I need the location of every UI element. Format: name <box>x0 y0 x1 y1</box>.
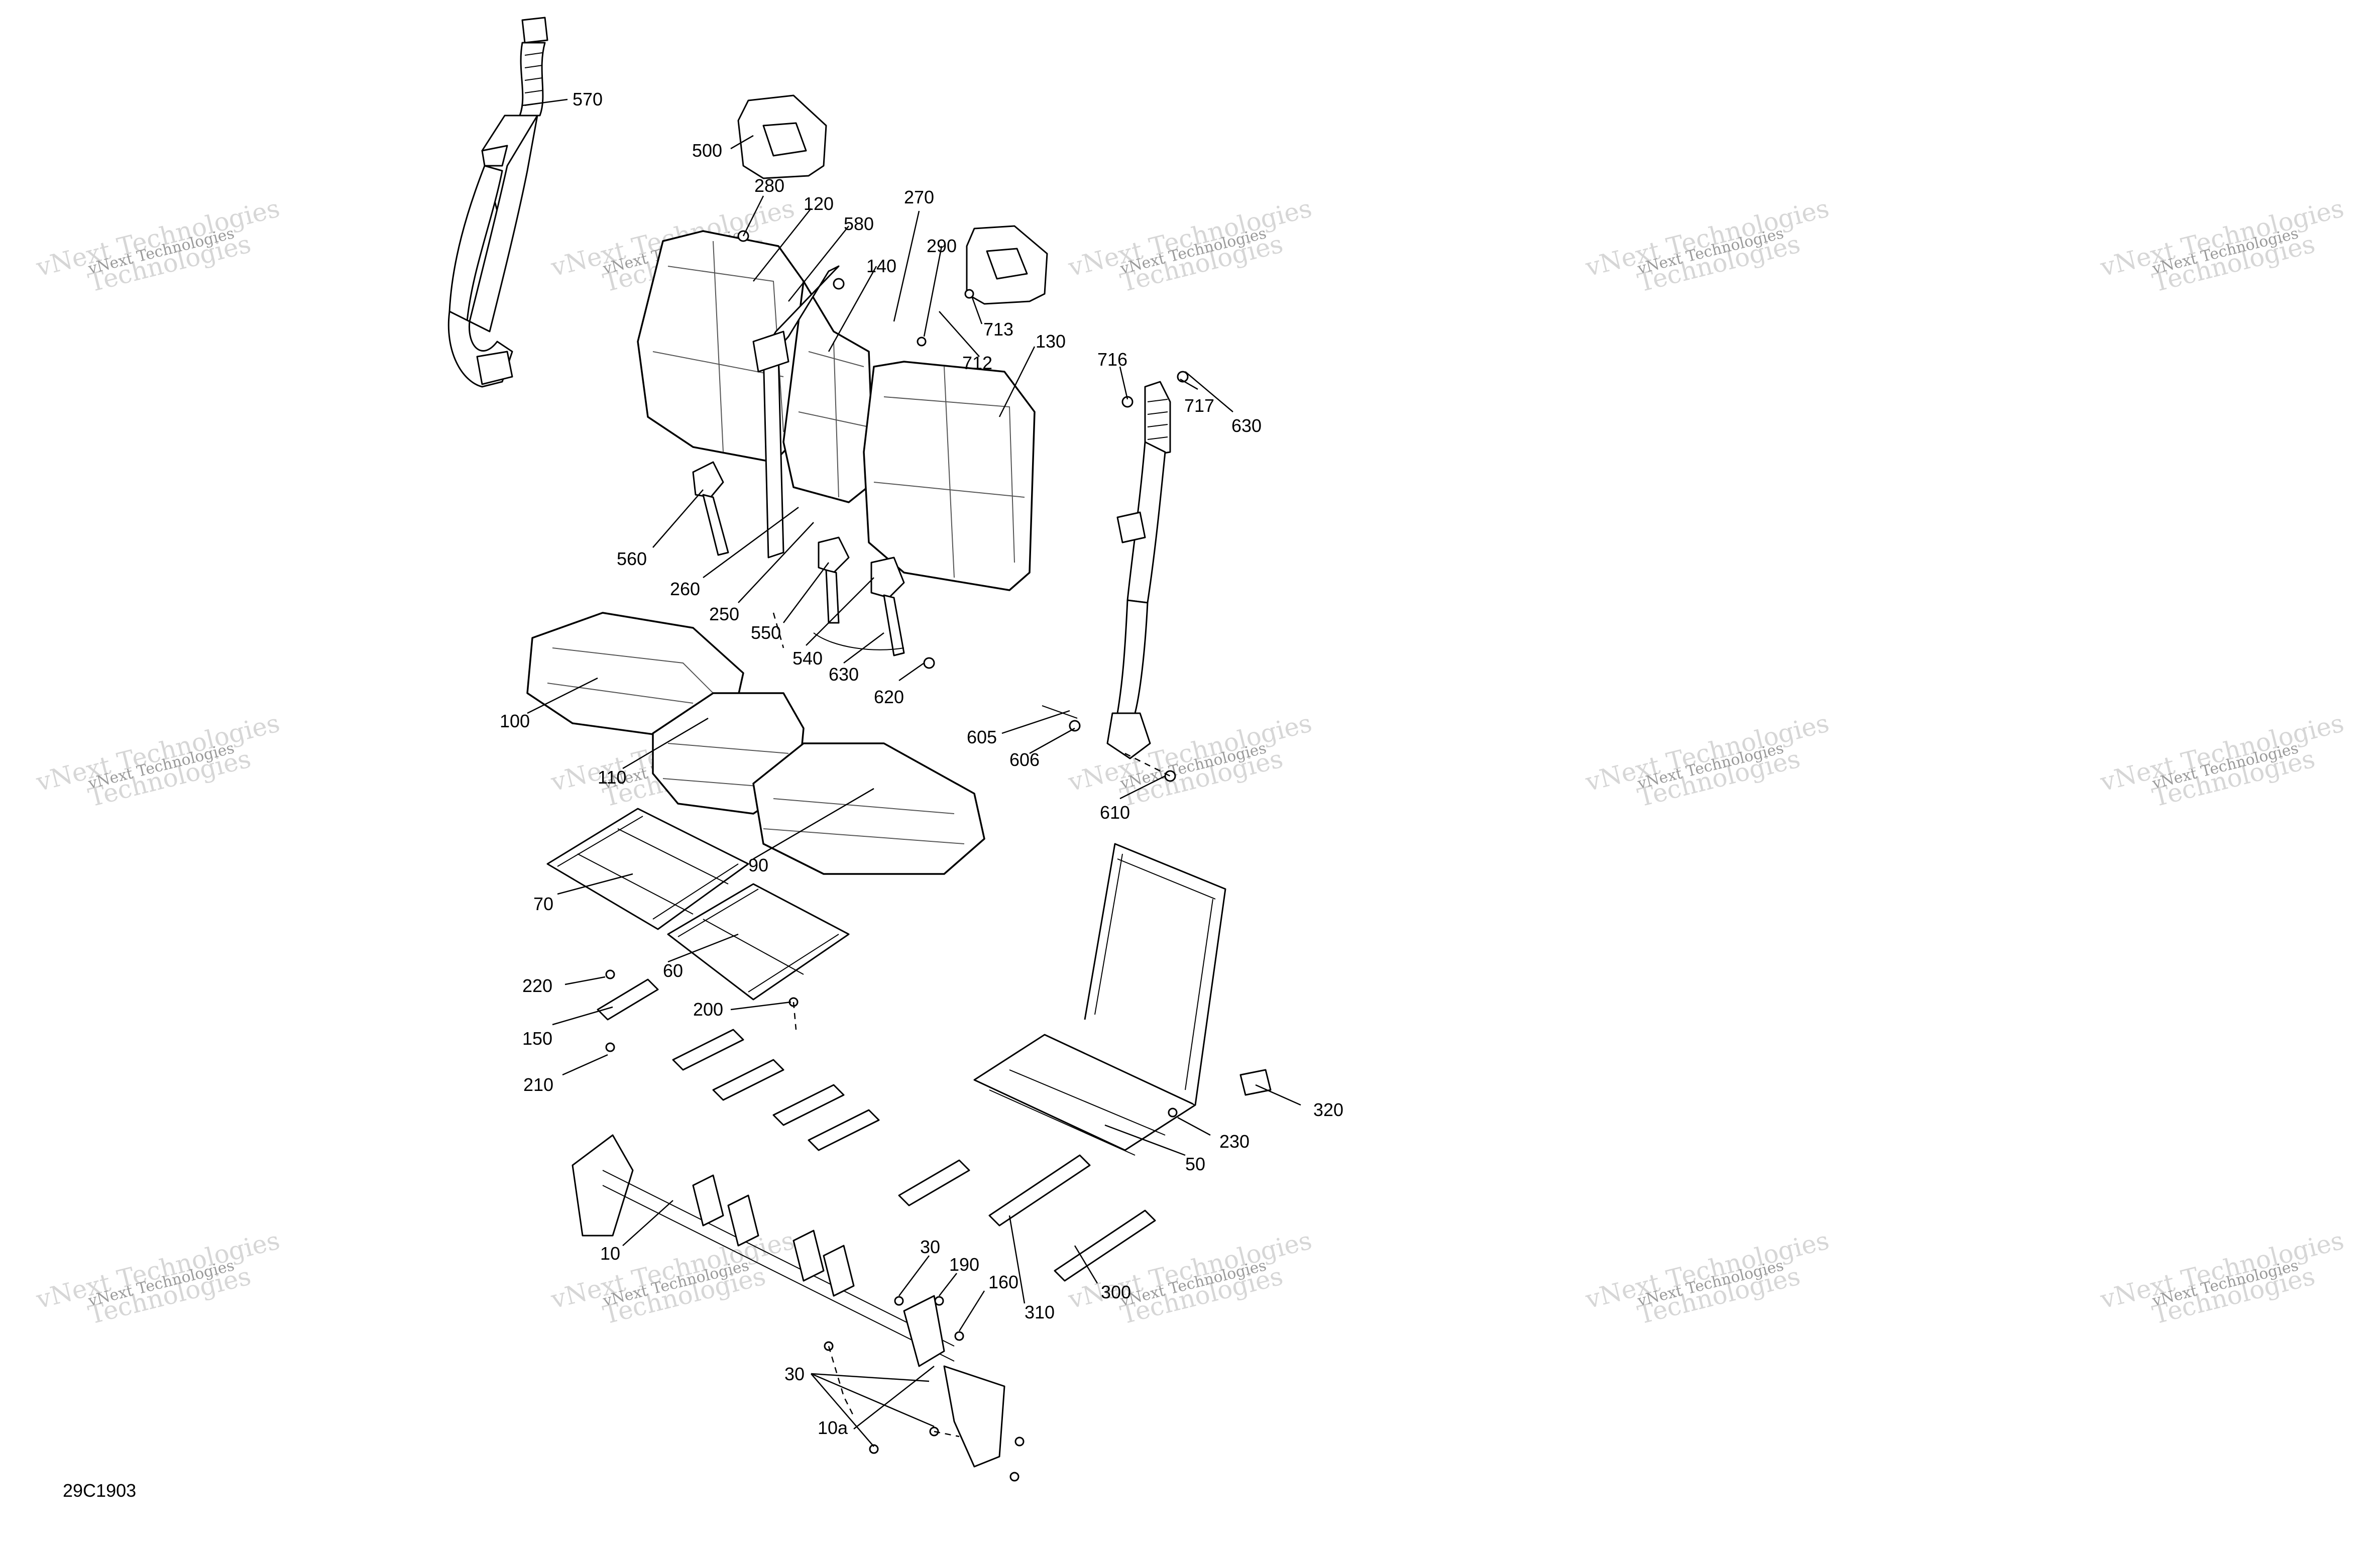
callout-270: 270 <box>904 187 934 207</box>
headrest-left <box>737 94 827 179</box>
callout-10: 10 <box>600 1243 620 1264</box>
callout-712: 712 <box>962 353 992 373</box>
callout-110: 110 <box>598 767 626 788</box>
callout-630-top: 630 <box>1231 415 1262 436</box>
callout-560: 560 <box>617 548 647 569</box>
callout-labels: 570 500 280 120 580 270 140 290 713 712 … <box>500 89 1343 1438</box>
callout-210: 210 <box>523 1074 553 1095</box>
callout-60: 60 <box>663 960 683 981</box>
callout-220: 220 <box>522 975 552 996</box>
callout-300: 300 <box>1101 1282 1131 1302</box>
assembly-lines <box>772 612 1171 1438</box>
callout-150: 150 <box>522 1028 552 1049</box>
callout-550: 550 <box>751 622 781 643</box>
seat-slide-frames <box>546 808 850 1001</box>
leader-lines <box>522 98 1301 1447</box>
callout-230: 230 <box>1219 1131 1250 1152</box>
slide-rails <box>597 978 970 1206</box>
callout-606: 606 <box>1009 749 1040 770</box>
callout-30-top: 30 <box>920 1237 940 1257</box>
callout-70: 70 <box>533 894 553 914</box>
callout-580: 580 <box>844 213 874 234</box>
right-seat-belt <box>1106 381 1171 759</box>
callout-605: 605 <box>967 727 997 747</box>
callout-500: 500 <box>692 140 722 161</box>
callout-10a: 10a <box>818 1417 848 1438</box>
callout-310: 310 <box>1025 1302 1055 1322</box>
callout-90: 90 <box>748 855 768 875</box>
callout-540: 540 <box>792 648 823 669</box>
callout-610: 610 <box>1100 802 1130 823</box>
left-seat-belt <box>447 17 548 388</box>
seat-frame <box>973 843 1226 1156</box>
callout-290: 290 <box>927 236 957 256</box>
headrest-right <box>966 225 1048 305</box>
callout-630-mid: 630 <box>829 664 859 685</box>
callout-30-bottom: 30 <box>784 1364 805 1384</box>
callout-50: 50 <box>1185 1154 1205 1174</box>
buckles <box>692 461 905 656</box>
callout-716: 716 <box>1097 349 1127 370</box>
line-art <box>447 17 1272 1482</box>
center-seat-belt <box>752 265 840 559</box>
callout-100: 100 <box>500 711 530 731</box>
diagram-code: 29C1903 <box>63 1480 136 1501</box>
callout-620: 620 <box>874 687 904 707</box>
callout-260: 260 <box>670 579 700 599</box>
callout-140: 140 <box>866 256 896 276</box>
callout-130: 130 <box>1036 331 1066 352</box>
callout-250: 250 <box>709 604 739 624</box>
callout-320: 320 <box>1313 1099 1343 1120</box>
fasteners <box>605 230 1189 1482</box>
callout-160: 160 <box>988 1272 1018 1292</box>
callout-570: 570 <box>573 89 603 109</box>
seat-cushions <box>526 612 985 875</box>
slide-tracks <box>988 1154 1156 1282</box>
callout-717: 717 <box>1184 395 1214 416</box>
callout-190: 190 <box>949 1254 979 1275</box>
callout-200: 200 <box>693 999 723 1020</box>
base-frame <box>572 1134 1005 1468</box>
callout-280: 280 <box>754 175 784 196</box>
callout-120: 120 <box>804 193 834 214</box>
callout-713: 713 <box>983 319 1013 340</box>
backrest <box>637 230 1036 591</box>
bracket-320 <box>1239 1069 1272 1096</box>
